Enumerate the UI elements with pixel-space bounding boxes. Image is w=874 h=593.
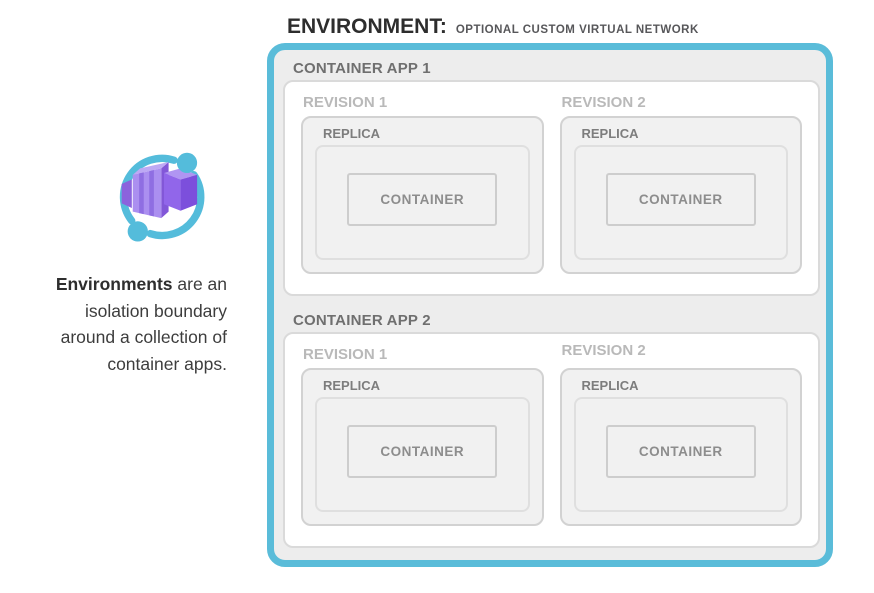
replica-box: REPLICA CONTAINER — [301, 116, 544, 274]
caption-bold-word: Environments — [55, 274, 173, 294]
replica-inner-box: CONTAINER — [573, 145, 788, 260]
replica-inner-box: CONTAINER — [315, 145, 530, 260]
small-cube-top-face — [164, 168, 198, 180]
orbit-arc — [146, 171, 205, 240]
environment-box: CONTAINER APP 1 REVISION 1 REPLICA CONTA… — [267, 43, 833, 567]
environment-caption: Environments are an isolation boundary a… — [0, 271, 227, 377]
caption-line: container apps. — [107, 353, 227, 374]
replica-box: REPLICA CONTAINER — [559, 368, 802, 526]
small-cube-front-face — [164, 173, 181, 211]
revision-label: REVISION 1 — [303, 94, 388, 111]
replica-label: REPLICA — [581, 126, 639, 141]
orbit-dot — [176, 152, 198, 173]
replica-box: REPLICA CONTAINER — [559, 116, 802, 274]
replica-label: REPLICA — [581, 378, 639, 393]
replica-box: REPLICA CONTAINER — [301, 368, 544, 526]
container-label: CONTAINER — [638, 192, 723, 207]
app2-revision-2: REVISION 2 REPLICA CONTAINER — [559, 342, 802, 546]
diagram-title: ENVIRONMENT: OPTIONAL CUSTOM VIRTUAL NET… — [287, 15, 699, 39]
revision-label: REVISION 2 — [561, 342, 646, 359]
cube-stripe — [139, 172, 144, 215]
orbit-dot — [127, 221, 148, 242]
cube-front-face — [132, 168, 162, 219]
cube-top-face — [132, 161, 169, 175]
container-apps-icon — [119, 152, 205, 242]
container-app-1-label: CONTAINER APP 1 — [293, 60, 431, 77]
app1-revision-1: REVISION 1 REPLICA CONTAINER — [301, 94, 544, 294]
container-app-2-box: REVISION 1 REPLICA CONTAINER REVISION 2 … — [283, 332, 820, 548]
orbit-arc — [119, 154, 178, 225]
revision-label: REVISION 1 — [303, 346, 388, 363]
replica-inner-box: CONTAINER — [573, 397, 788, 512]
container-app-1-box: REVISION 1 REPLICA CONTAINER REVISION 2 … — [283, 80, 820, 296]
replica-inner-box: CONTAINER — [315, 397, 530, 512]
revision-label: REVISION 2 — [561, 94, 646, 111]
replica-label: REPLICA — [323, 378, 381, 393]
container-label: CONTAINER — [638, 444, 723, 459]
replica-label: REPLICA — [323, 126, 381, 141]
cube-left-face — [121, 179, 132, 208]
container-box: CONTAINER — [605, 173, 756, 226]
container-label: CONTAINER — [380, 444, 465, 459]
cube-stripe — [149, 170, 154, 217]
app1-revision-2: REVISION 2 REPLICA CONTAINER — [559, 94, 802, 294]
container-box: CONTAINER — [347, 425, 498, 478]
caption-line: Environments are an — [0, 271, 227, 298]
container-box: CONTAINER — [605, 425, 756, 478]
environment-subtitle: OPTIONAL CUSTOM VIRTUAL NETWORK — [455, 24, 699, 36]
small-cube-right-face — [180, 174, 198, 211]
caption-line-rest: are an — [172, 274, 227, 294]
caption-line: around a collection of — [60, 327, 227, 347]
container-box: CONTAINER — [347, 173, 498, 226]
app2-revision-1: REVISION 1 REPLICA CONTAINER — [301, 346, 544, 546]
environment-title: ENVIRONMENT: — [287, 15, 447, 38]
caption-line: isolation boundary — [84, 300, 227, 321]
container-label: CONTAINER — [380, 192, 465, 207]
container-app-2-label: CONTAINER APP 2 — [293, 312, 431, 329]
